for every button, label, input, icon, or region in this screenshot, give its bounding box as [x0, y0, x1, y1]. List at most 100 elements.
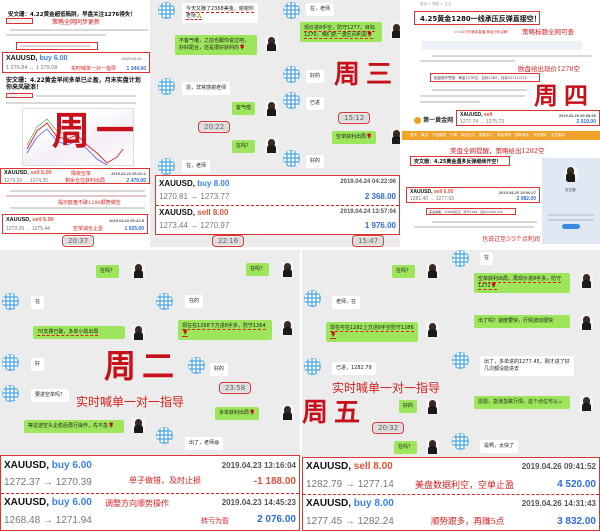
tuesday-panel: 在吗？ 在 70支撑已破，多单小损出局 好 要进空单吗？ 等这波空头企稳后再行操… — [0, 250, 300, 531]
symbol: XAUUSD, — [159, 208, 196, 217]
trade-prices: 1282.79 → 1277.14 — [306, 479, 394, 490]
profile-card: 安文珊 — [542, 158, 600, 244]
chat-message: 已进 — [306, 97, 325, 110]
trade-profit: 2 368.00 — [364, 192, 396, 201]
chat-time: 15:47 — [351, 235, 385, 247]
strategy-box: 美盘策略：1282附近空，防守1286，目标1278/1276 — [426, 208, 516, 215]
price-chart-image — [22, 108, 134, 166]
trade-side: sell 8.00 — [353, 461, 393, 472]
annotation: 提示欧盘不破1280顺势做空 — [58, 200, 121, 206]
nav-item[interactable]: 产品数据 — [432, 133, 446, 137]
article-title[interactable]: 安文珊：4.22黄金超低陷阱，早盘关注1276得失！ — [8, 12, 136, 18]
trade-card: XAUUSD, buy 6.00 2019.04.23 13:16:04 127… — [0, 455, 300, 531]
article-title[interactable]: 安文珊：4.22黄金早间多单已止盈，月末实盘计划你来风破浪！ — [6, 77, 141, 91]
trade-side: buy 6.00 — [51, 497, 92, 508]
article-title[interactable]: 4.25黄金1280一线承压反弹直接空！ — [420, 15, 541, 23]
trade-profit: 2 010.00 — [576, 119, 596, 125]
symbol: XAUUSD, — [306, 461, 352, 472]
profile-avatar — [564, 166, 579, 183]
trade-side: sell 5.00 — [32, 217, 54, 223]
symbol: XAUUSD, — [410, 189, 433, 195]
trade-prices: 1279.29 → 1274.35 — [4, 178, 48, 184]
teacher-avatar — [265, 101, 278, 116]
trade-date: 2019.04.22 05:22:1 — [111, 171, 146, 176]
trade-date: 2019.04.25 09:08:50 — [558, 113, 596, 118]
annotation: 实时喊单一对一指导 — [71, 66, 117, 72]
chat-message: 今天又赚了2368美金，谢谢你老师🙏 — [182, 3, 258, 23]
chat-message: 现在可在1282上方进8手空防守1286🌹 — [326, 322, 418, 342]
symbol: XAUUSD, — [306, 498, 352, 509]
article-title[interactable]: 安文珊：4.25黄金遇多反弹继续开空！ — [414, 159, 502, 165]
nav-item[interactable]: 数据中心 — [479, 133, 493, 137]
chat-time: 23:58 — [218, 382, 252, 394]
annotation: 剩余仓位获利出局 — [65, 178, 106, 184]
friday-panel: 在 在吗？ 老师，在 现在可在1282上方进8手空防守1286🌹 已进，1282… — [302, 250, 600, 531]
annotation: 顺势跟多，再赚5点 — [431, 517, 505, 527]
date-box — [6, 18, 33, 24]
chat-message: 在吗？ — [392, 265, 416, 278]
nav-item[interactable]: 行情 — [450, 133, 457, 137]
day-label: 周四 — [534, 81, 594, 110]
trade-card: XAUUSD, sell 2019.04.25 09:08:50 1277.74… — [456, 110, 600, 126]
customer-avatar — [156, 293, 173, 310]
chat-message: 好的 — [306, 70, 325, 83]
trade-side: sell 8.00 — [197, 208, 229, 217]
trade-side: sell 6.00 — [433, 189, 454, 195]
nav-item[interactable]: 黄金 — [421, 133, 428, 137]
nav-item[interactable]: 财经日历 — [461, 133, 475, 137]
trade-side: buy 8.00 — [353, 498, 394, 509]
customer-avatar — [304, 290, 321, 307]
follow-button[interactable] — [562, 224, 580, 229]
profile-name: 安文珊 — [565, 188, 576, 192]
customer-avatar — [452, 250, 469, 267]
chat-message: 在 — [480, 252, 494, 265]
chat-message: 在的 — [185, 295, 204, 308]
annotation: 空单减仓止盈 — [73, 226, 104, 232]
annotation: 转亏为盈 — [201, 517, 229, 525]
trade-side: buy 8.00 — [197, 179, 230, 188]
nav-item[interactable]: 首页 — [410, 133, 417, 137]
annotation: 单子做错，及时止损 — [129, 476, 201, 485]
chat-message: 在吗？ — [394, 441, 418, 454]
article-title-box: 安文珊：4.25黄金遇多反弹继续开空！ — [410, 156, 510, 166]
nav-item[interactable]: 黄金学院 — [497, 133, 511, 137]
annotation: 实时喊单一对一指导 — [332, 381, 441, 395]
customer-avatar — [283, 66, 300, 83]
symbol: XAUUSD, — [460, 112, 483, 118]
site-logo[interactable]: 第一黄金网 — [414, 115, 453, 124]
teacher-avatar — [426, 263, 439, 278]
monday-panel: 安文珊：4.22黄金超低陷阱，早盘关注1276得失！ 策略全网同步更新 XAUU… — [0, 0, 150, 247]
trade-side: sell — [483, 112, 493, 118]
breadcrumb[interactable]: 首页 > 导航 > 正文 — [420, 2, 452, 6]
trade-profit: 2 076.00 — [257, 514, 296, 525]
customer-avatar — [304, 358, 321, 375]
trade-profit: 1 976.00 — [364, 221, 396, 230]
teacher-avatar — [281, 405, 294, 420]
teacher-avatar — [426, 322, 439, 337]
trade-prices: 1279.29 → 1275.44 — [6, 226, 50, 232]
annotation: 美盘全网提醒，策略给出1282空 — [450, 147, 545, 155]
chat-message: 在吗？ — [246, 263, 270, 276]
chat-time: 22:16 — [211, 235, 245, 247]
live-link[interactable]: >>24小时黄金直播 黄金分析讲解 — [454, 30, 508, 34]
customer-avatar — [452, 433, 469, 450]
trade-profit: -1 188.00 — [253, 476, 296, 487]
customer-avatar — [158, 2, 175, 19]
nav-item[interactable]: 国际黄金 — [515, 133, 529, 137]
teacher-avatar — [390, 23, 400, 38]
nav-item[interactable]: 专家团队 — [533, 133, 547, 137]
chat-message: 多单获利出局🌹 — [215, 407, 260, 420]
trade-card: XAUUSD, sell 5.00 2019.04.22 05:22:5 127… — [2, 214, 148, 234]
annotation: 欧盘给出现价1278空 — [518, 65, 581, 73]
trade-side: buy 6.00 — [39, 55, 68, 62]
chat-message: 好 — [31, 358, 45, 371]
day-label: 周五 — [302, 398, 367, 428]
trade-card: XAUUSD, sell 8.00 2019.04.26 09:41:52 12… — [302, 457, 600, 531]
annotation: 实时喊单一对一指导 — [76, 395, 185, 409]
chat-message: 是啊，太快了 — [480, 440, 519, 453]
customer-avatar — [2, 293, 19, 310]
nav-item[interactable]: 会员服务 — [551, 133, 565, 137]
symbol: XAUUSD, — [159, 179, 196, 188]
trade-prices: 1272.37 → 1270.39 — [4, 477, 92, 488]
trade-date: 2019.04.26 09:41:52 — [521, 462, 596, 471]
